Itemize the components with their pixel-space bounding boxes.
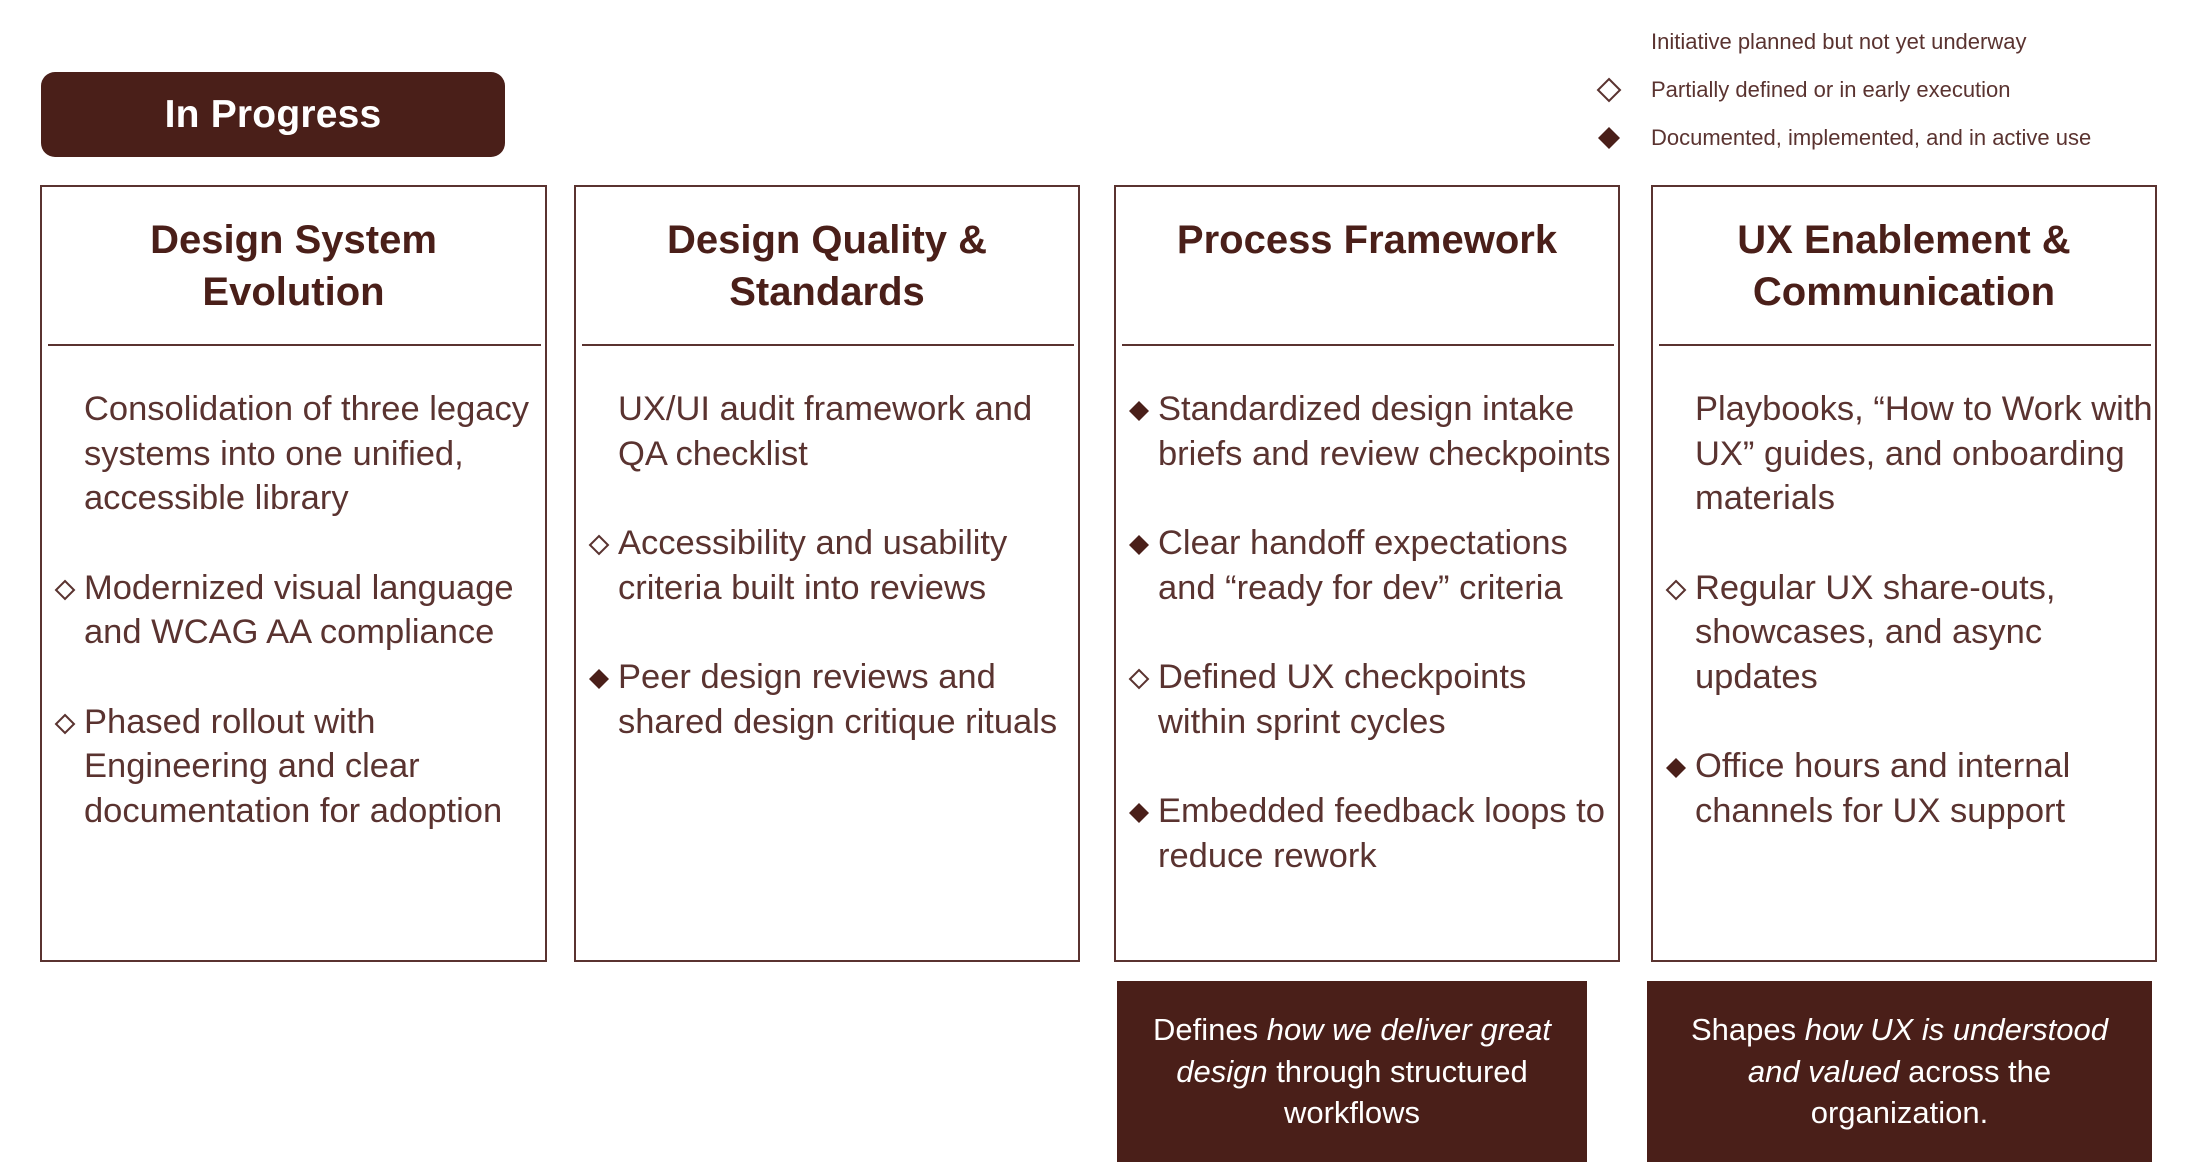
initiative-text: Clear handoff expectations and “ready fo… [1158, 524, 1568, 607]
initiative-item: Consolidation of three legacy systems in… [42, 387, 545, 521]
diamond-outline-icon [54, 579, 76, 601]
summary-text: Shapes how UX is understood and valued a… [1669, 1009, 2130, 1134]
column-divider [1659, 344, 2151, 346]
diamond-filled-icon [588, 668, 610, 690]
column-design-quality-standards: Design Quality & Standards UX/UI audit f… [574, 185, 1080, 962]
legend-item-planned: Initiative planned but not yet underway [1596, 18, 2186, 66]
summary-box-process-framework: Defines how we deliver great design thro… [1117, 981, 1587, 1162]
column-divider [582, 344, 1074, 346]
initiative-item: Playbooks, “How to Work with UX” guides,… [1653, 387, 2155, 521]
column-title: Process Framework [1176, 218, 1558, 262]
legend: Initiative planned but not yet underway … [1596, 18, 2186, 162]
initiative-item: Modernized visual language and WCAG AA c… [42, 566, 545, 655]
column-title: UX Enablement & Communication [1737, 218, 2071, 314]
initiative-item: Clear handoff expectations and “ready fo… [1116, 521, 1618, 610]
initiative-item: Standardized design intake briefs and re… [1116, 387, 1618, 476]
diamond-outline-icon [1128, 668, 1150, 690]
diamond-filled-icon [1128, 802, 1150, 824]
initiative-item: Phased rollout with Engineering and clea… [42, 700, 545, 834]
legend-item-active: Documented, implemented, and in active u… [1596, 114, 2186, 162]
column-header: Process Framework [1116, 187, 1618, 345]
legend-label: Documented, implemented, and in active u… [1651, 125, 2092, 150]
diamond-filled-icon [1665, 757, 1687, 779]
column-title: Design System Evolution [150, 218, 437, 314]
status-badge-label: In Progress [164, 92, 382, 136]
diamond-filled-icon [1128, 400, 1150, 422]
initiative-text: Consolidation of three legacy systems in… [84, 390, 529, 517]
initiative-item: Office hours and internal channels for U… [1653, 744, 2155, 833]
initiative-text: Office hours and internal channels for U… [1695, 747, 2071, 830]
summary-prefix: Defines [1152, 1012, 1267, 1047]
summary-text: Defines how we deliver great design thro… [1139, 1009, 1565, 1134]
diamond-outline-icon [1596, 77, 1622, 103]
column-header: Design Quality & Standards [576, 187, 1078, 345]
initiative-text: UX/UI audit framework and QA checklist [618, 390, 1033, 473]
column-header: Design System Evolution [42, 187, 545, 345]
column-ux-enablement-communication: UX Enablement & Communication Playbooks,… [1651, 185, 2157, 962]
column-process-framework: Process Framework Standardized design in… [1114, 185, 1620, 962]
initiative-item: Accessibility and usability criteria bui… [576, 521, 1078, 610]
column-title: Design Quality & Standards [666, 218, 988, 314]
diamond-outline-icon [588, 534, 610, 556]
summary-emphasis: how UX is understood and valued [1747, 1012, 2109, 1089]
initiative-text: Peer design reviews and shared design cr… [618, 658, 1058, 741]
status-badge: In Progress [41, 72, 505, 157]
legend-label: Partially defined or in early execution [1651, 77, 2011, 102]
initiative-text: Phased rollout with Engineering and clea… [84, 702, 503, 830]
column-body: Consolidation of three legacy systems in… [42, 387, 545, 878]
column-design-system-evolution: Design System Evolution Consolidation of… [40, 185, 547, 962]
column-body: UX/UI audit framework and QA checklist A… [576, 387, 1078, 789]
legend-item-partial: Partially defined or in early execution [1596, 66, 2186, 114]
summary-box-ux-enablement: Shapes how UX is understood and valued a… [1647, 981, 2152, 1162]
initiative-text: Regular UX share-outs, showcases, and as… [1695, 568, 2056, 696]
initiative-item: Embedded feedback loops to reduce rework [1116, 789, 1618, 878]
column-body: Playbooks, “How to Work with UX” guides,… [1653, 387, 2155, 878]
summary-suffix: through structured workflows [1267, 1053, 1528, 1131]
diamond-outline-icon [1665, 579, 1687, 601]
summary-emphasis: how we deliver great design [1176, 1012, 1552, 1089]
initiative-text: Playbooks, “How to Work with UX” guides,… [1695, 390, 2153, 517]
initiative-item: Peer design reviews and shared design cr… [576, 655, 1078, 744]
column-divider [1122, 344, 1614, 346]
initiative-item: Defined UX checkpoints within sprint cyc… [1116, 655, 1618, 744]
initiative-text: Accessibility and usability criteria bui… [618, 524, 1008, 607]
initiative-item: Regular UX share-outs, showcases, and as… [1653, 566, 2155, 700]
initiative-text: Standardized design intake briefs and re… [1158, 390, 1611, 473]
column-header: UX Enablement & Communication [1653, 187, 2155, 345]
initiative-text: Defined UX checkpoints within sprint cyc… [1158, 658, 1527, 741]
legend-label: Initiative planned but not yet underway [1651, 29, 2027, 54]
column-divider [48, 344, 541, 346]
initiative-text: Embedded feedback loops to reduce rework [1158, 792, 1605, 875]
summary-suffix: across the organization. [1810, 1053, 2052, 1131]
column-body: Standardized design intake briefs and re… [1116, 387, 1618, 923]
diamond-outline-icon [54, 713, 76, 735]
initiative-item: UX/UI audit framework and QA checklist [576, 387, 1078, 476]
diamond-filled-icon [1128, 534, 1150, 556]
summary-prefix: Shapes [1690, 1012, 1805, 1047]
initiative-text: Modernized visual language and WCAG AA c… [84, 568, 514, 652]
diamond-filled-icon [1596, 125, 1622, 151]
